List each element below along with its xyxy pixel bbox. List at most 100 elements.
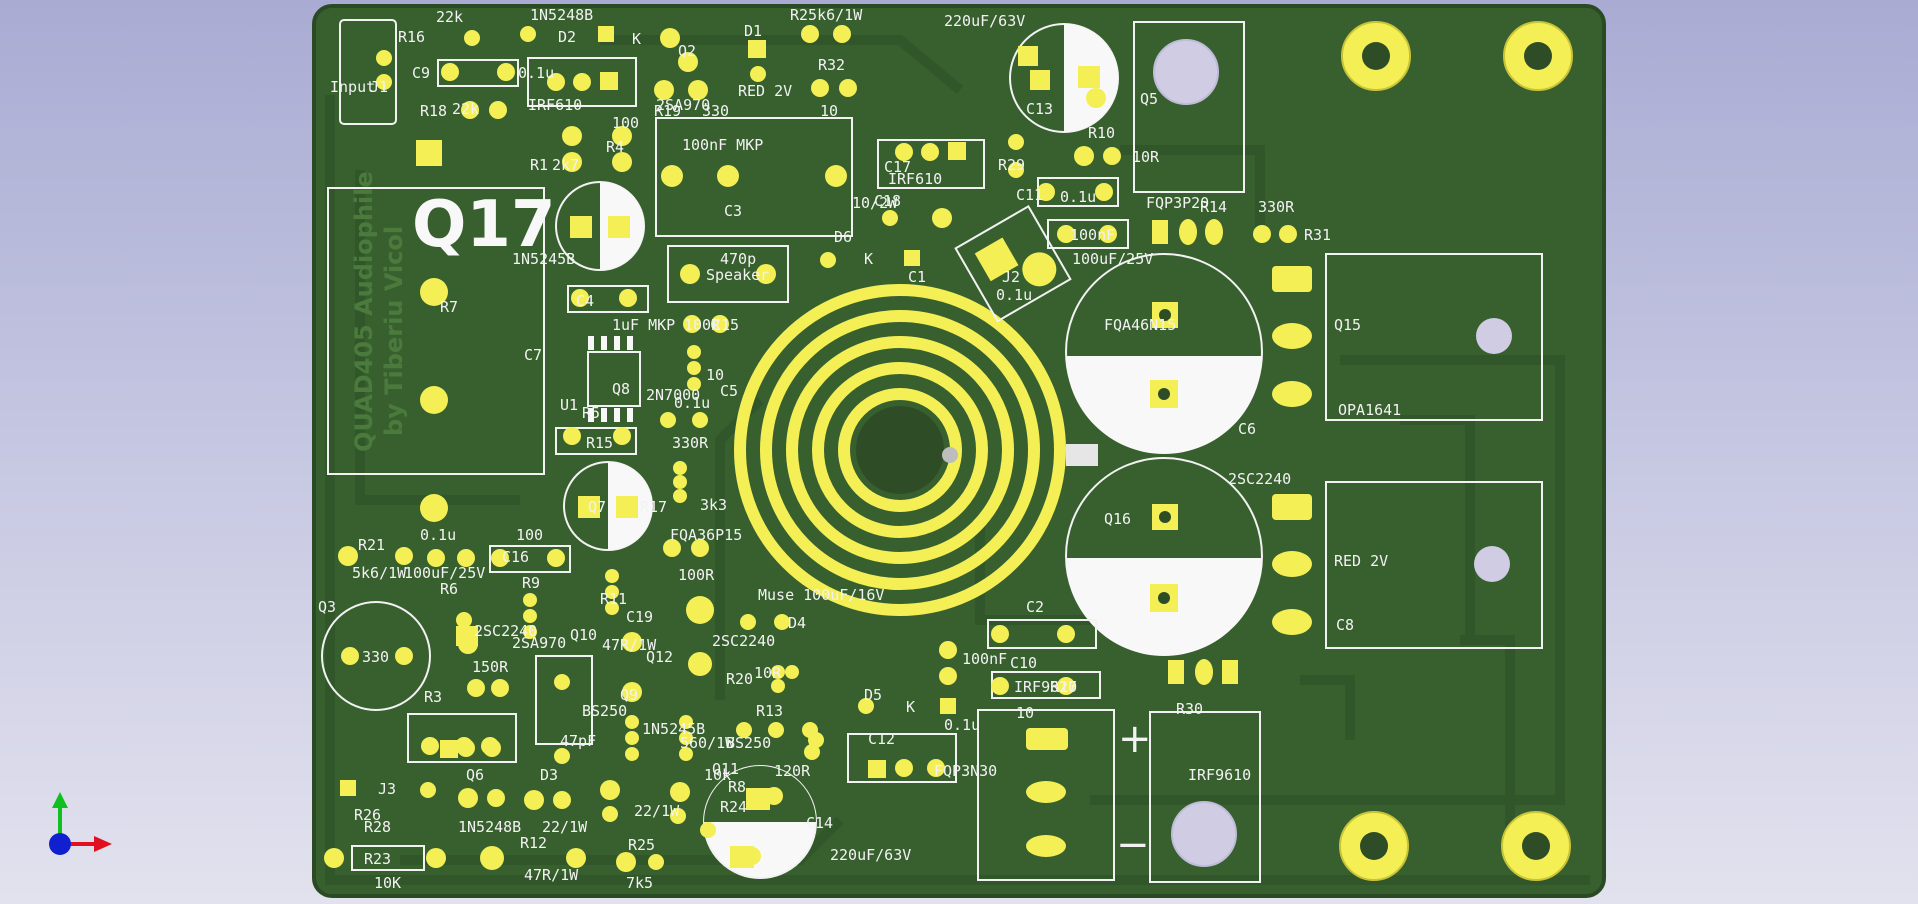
silk-label: C18 xyxy=(874,192,901,210)
silk-label: 330R xyxy=(672,434,709,452)
silk-label: BS250 xyxy=(582,702,627,720)
silk-label: Q12 xyxy=(646,648,673,666)
silk-label: IRF9610 xyxy=(1188,766,1251,784)
silk-label: K xyxy=(906,698,915,716)
mounting-holes xyxy=(1339,21,1573,881)
silk-label: R8 xyxy=(728,778,746,796)
pad xyxy=(1066,444,1098,466)
silk-label: C14 xyxy=(806,814,833,832)
silk-label: 0.1u xyxy=(1060,188,1096,206)
silk-label: D6 xyxy=(834,228,852,246)
silk-label: R10 xyxy=(1088,124,1115,142)
tht-pads xyxy=(324,25,1297,872)
silk-label: 22/1W xyxy=(634,802,680,820)
silk-label: R25 xyxy=(628,836,655,854)
silk-label: 150R xyxy=(472,658,509,676)
silk-label: 330R xyxy=(1258,198,1295,216)
silk-label: R23 xyxy=(364,850,391,868)
silk-label: FQA36P15 xyxy=(670,526,742,544)
silk-label: 3k3 xyxy=(700,496,727,514)
capacitor-c15 xyxy=(1065,253,1263,454)
silk-label: 220uF/63V xyxy=(944,12,1025,30)
silk-label: 100 xyxy=(516,526,543,544)
silk-label: Muse 100uF/16V xyxy=(758,586,884,604)
svg-text:+: + xyxy=(1118,716,1152,762)
silk-label: R1 xyxy=(530,156,548,174)
silk-label: 220uF/63V xyxy=(830,846,911,864)
silk-label: 10 xyxy=(820,102,838,120)
silk-label: Q2 xyxy=(678,42,696,60)
silk-label: Q5 xyxy=(1140,90,1158,108)
silk-label: R27 xyxy=(1050,678,1077,696)
silk-label: Q9 xyxy=(620,686,638,704)
silk-label: 100uF/25V xyxy=(1072,250,1153,268)
silk-label: FQP3N30 xyxy=(934,762,997,780)
silk-label: 120R xyxy=(774,762,811,780)
silk-label: 2SC2240 xyxy=(474,622,537,640)
silk-label: Q10 xyxy=(570,626,597,644)
via xyxy=(942,447,958,463)
silk-label: 10R xyxy=(1132,148,1160,166)
silk-label: R4 xyxy=(606,138,624,156)
axis-gizmo[interactable] xyxy=(40,790,120,870)
silk-label: C6 xyxy=(1238,420,1256,438)
silk-label: 47R/1W xyxy=(524,866,579,884)
silk-label: RED 2V xyxy=(1334,552,1388,570)
silk-label: FQA46N15 xyxy=(1104,316,1176,334)
silk-label: Q6 xyxy=(466,766,484,784)
silk-label: 100nF MKP xyxy=(682,136,763,154)
capacitor-c2 xyxy=(321,601,431,711)
silk-label: K xyxy=(864,250,873,268)
transistor-q6 xyxy=(1149,711,1261,883)
silk-label: 2SA970 xyxy=(512,634,566,652)
silk-label: D5 xyxy=(864,686,882,704)
silk-label: R24 xyxy=(720,798,747,816)
silk-label: R21 xyxy=(358,536,385,554)
silk-label: 22k xyxy=(452,100,479,118)
silk-label: 10 xyxy=(706,366,724,384)
silk-label: R14 xyxy=(1200,198,1227,216)
silk-label: C2 xyxy=(1026,598,1044,616)
connector-j1 xyxy=(339,19,397,125)
silk-label: 0.1u xyxy=(944,716,980,734)
silk-label: C4 xyxy=(576,292,594,310)
silk-label: R28 xyxy=(364,818,391,836)
silk-label: R31 xyxy=(1304,226,1331,244)
silk-label: C11 xyxy=(1016,186,1043,204)
silk-label: 100uF/25V xyxy=(404,564,485,582)
silk-label: 2SC2240 xyxy=(1228,470,1291,488)
silk-label: Q15 xyxy=(1334,316,1361,334)
silk-label: R15 xyxy=(586,434,613,452)
silk-label: C1 xyxy=(908,268,926,286)
silk-label: R6 xyxy=(440,580,458,598)
silk-label: R20 xyxy=(726,670,753,688)
silk-label: 10K xyxy=(374,874,401,892)
silk-label: R9 xyxy=(522,574,540,592)
silk-label: 100nF xyxy=(1070,226,1115,244)
capacitor-c14 xyxy=(703,765,817,879)
silk-label: R7 xyxy=(440,298,458,316)
silk-label: R29 xyxy=(998,156,1025,174)
silk-label: C16 xyxy=(502,548,529,566)
axis-y-arrow xyxy=(52,792,68,808)
silk-label: C5 xyxy=(720,382,738,400)
silk-label: 0.1u xyxy=(674,394,710,412)
silk-label: 5k6/1W xyxy=(352,564,407,582)
silk-label: J3 xyxy=(378,780,396,798)
svg-text:−: − xyxy=(1116,822,1150,868)
silk-label: U1 xyxy=(560,396,578,414)
transistor-q15 xyxy=(1272,253,1543,421)
silk-label: 2k7 xyxy=(552,156,579,174)
transistor-q16 xyxy=(1272,481,1543,649)
silk-label: C9 xyxy=(412,64,430,82)
silk-label: R26 xyxy=(354,806,381,824)
silk-label: J2 xyxy=(1002,268,1020,286)
silk-label: Speaker xyxy=(706,266,769,284)
capacitor-c6 xyxy=(563,461,653,551)
silk-label: 1uF MKP xyxy=(612,316,675,334)
silk-label: 100R xyxy=(678,566,715,584)
silk-label: Q11 xyxy=(712,760,739,778)
silk-label: 10R xyxy=(754,664,782,682)
